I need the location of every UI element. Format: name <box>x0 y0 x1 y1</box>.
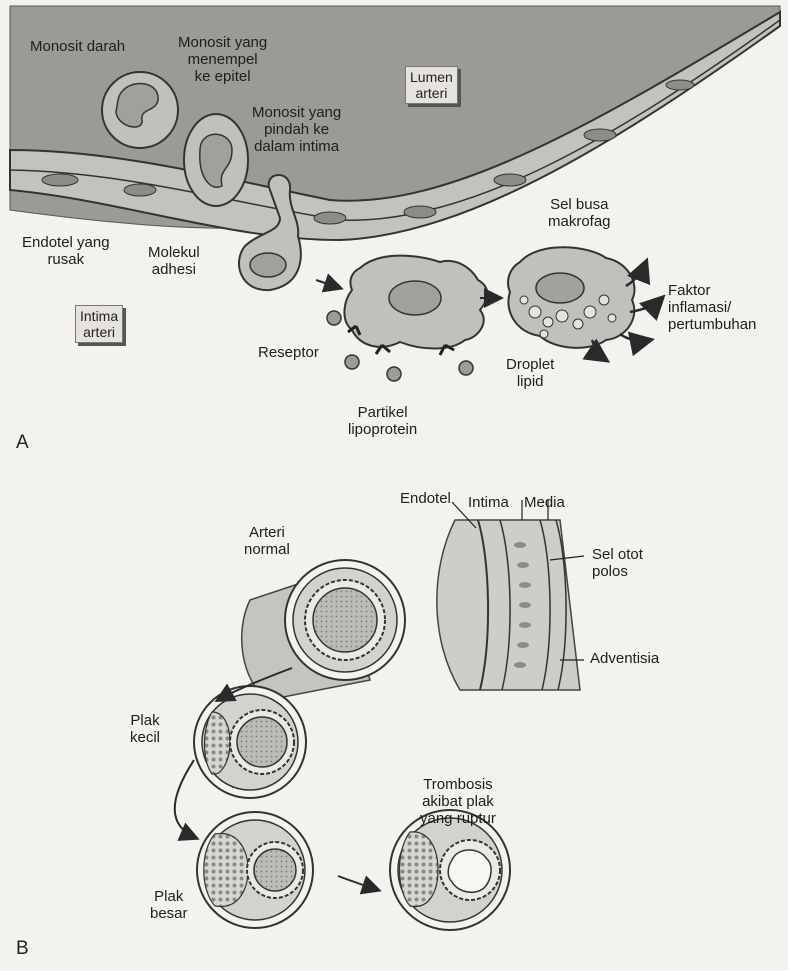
label-intima: Intima <box>468 494 509 511</box>
label-monosit-darah: Monosit darah <box>30 38 125 55</box>
label-reseptor: Reseptor <box>258 344 319 361</box>
endothelial-nucleus <box>124 184 156 196</box>
artery-wall-section <box>437 520 580 690</box>
endothelial-nucleus <box>314 212 346 224</box>
factor-arrow <box>630 298 662 312</box>
endothelial-nucleus <box>404 206 436 218</box>
lipoprotein-particle <box>459 361 473 375</box>
label-trombosis: Trombosis akibat plak yang ruptur <box>420 776 496 827</box>
label-sel-busa: Sel busa makrofag <box>548 196 611 230</box>
label-endotel-rusak: Endotel yang rusak <box>22 234 110 268</box>
lipoprotein-particle <box>387 367 401 381</box>
lipoprotein-particle <box>345 355 359 369</box>
endothelial-nucleus <box>494 174 526 186</box>
label-faktor: Faktor inflamasi/ pertumbuhan <box>668 282 756 333</box>
label-plak-kecil: Plak kecil <box>130 712 160 746</box>
label-endotel: Endotel <box>400 490 451 507</box>
label-arteri-normal: Arteri normal <box>244 524 290 558</box>
panel-a-letter: A <box>16 432 29 454</box>
progression-arrow <box>175 760 196 838</box>
label-molekul-adhesi: Molekul adhesi <box>148 244 200 278</box>
label-adventisia: Adventisia <box>590 650 659 667</box>
lipoprotein-particle <box>327 311 341 325</box>
panel-b-letter: B <box>16 938 29 960</box>
lumen-arteri-box: Lumen arteri <box>405 66 458 104</box>
label-droplet: Droplet lipid <box>506 356 554 390</box>
label-sel-otot: Sel otot polos <box>592 546 643 580</box>
label-media: Media <box>524 494 565 511</box>
label-monosit-pindah: Monosit yang pindah ke dalam intima <box>252 104 341 155</box>
endothelial-nucleus <box>42 174 78 186</box>
endothelial-nucleus <box>584 129 616 141</box>
thrombus <box>448 850 491 892</box>
label-monosit-menempel: Monosit yang menempel ke epitel <box>178 34 267 85</box>
label-plak-besar: Plak besar <box>150 888 188 922</box>
endothelial-nucleus <box>666 80 694 90</box>
label-partikel: Partikel lipoprotein <box>348 404 417 438</box>
progression-arrow <box>338 876 378 890</box>
factor-arrow <box>620 334 650 341</box>
intima-arteri-box: Intima arteri <box>75 305 123 343</box>
arrow <box>316 280 340 288</box>
